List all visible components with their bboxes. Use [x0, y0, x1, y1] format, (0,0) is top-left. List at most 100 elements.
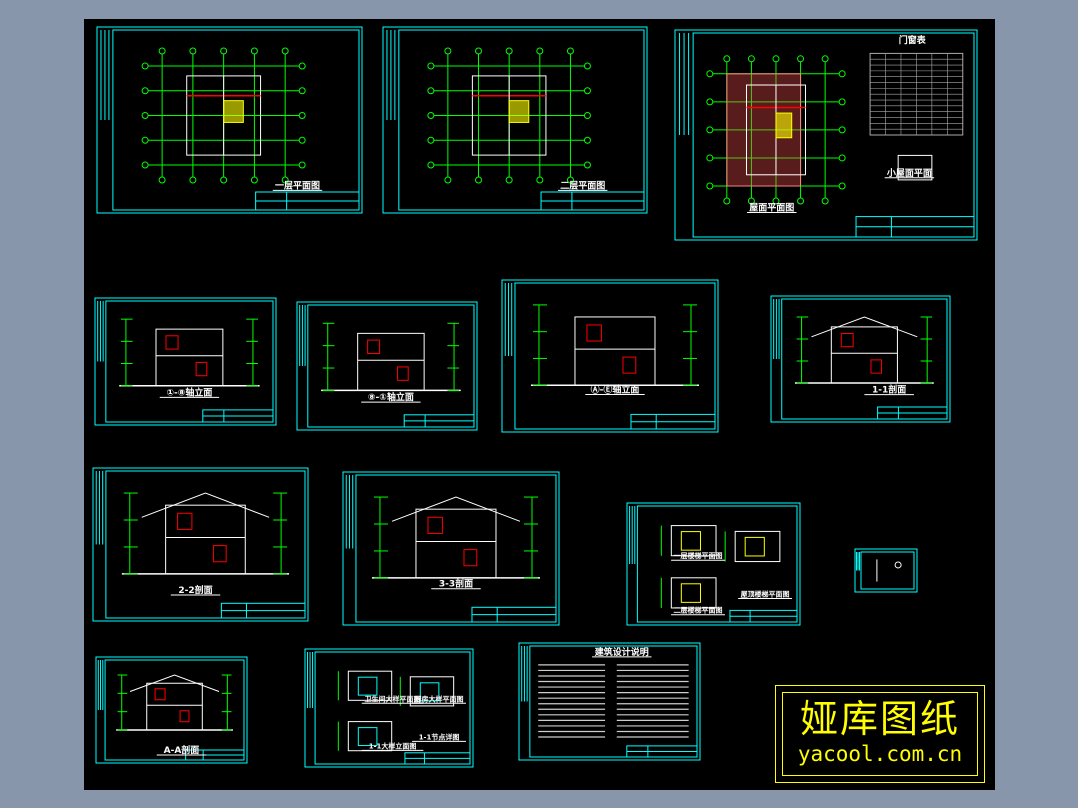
window	[840, 333, 854, 348]
axis-bubble	[583, 112, 591, 119]
sheet-border	[501, 279, 719, 433]
axis-bubble	[505, 47, 513, 55]
axis-bubble	[444, 176, 452, 184]
axis-bubble	[772, 55, 780, 63]
building-outline	[574, 316, 656, 386]
small-roof-outline	[897, 154, 933, 181]
sheet-border	[92, 467, 309, 622]
sheet-title: 2-2剖面	[178, 584, 212, 596]
axis-bubble	[838, 70, 846, 78]
sheet-title: 二层平面图	[560, 180, 605, 191]
detail-symbol	[357, 676, 378, 696]
detail-symbol	[744, 536, 765, 557]
axis-bubble	[772, 197, 780, 205]
sheet-inner-border	[692, 32, 975, 238]
sheet-border	[96, 26, 363, 214]
axis-bubble	[706, 182, 714, 190]
axis-bubble	[444, 47, 452, 55]
detail-symbol	[357, 727, 378, 747]
axis-bubble	[298, 87, 306, 95]
sheet-title: Ⓐ-Ⓔ轴立面	[591, 384, 640, 396]
window	[165, 335, 179, 350]
axis-bubble	[427, 136, 435, 144]
sheet-elev2[interactable]: ⑧-①轴立面	[296, 301, 478, 431]
axis-bubble	[427, 87, 435, 95]
sheet-notes[interactable]: 建筑设计说明	[518, 642, 701, 761]
sheet-title: ①-⑧轴立面	[166, 386, 212, 398]
stair-symbol	[775, 112, 793, 139]
axis-bubble	[298, 112, 306, 119]
sheet-title: 3-3剖面	[439, 578, 473, 590]
sheet-small[interactable]	[854, 548, 918, 593]
sheet-title: 建筑设计说明	[595, 646, 649, 658]
detail-symbol	[680, 531, 701, 551]
sheet-inner-border	[514, 282, 716, 430]
roof-section	[141, 492, 270, 518]
building-outline	[830, 326, 898, 384]
axis-bubble	[706, 98, 714, 106]
roof-section	[391, 496, 521, 522]
axis-bubble	[821, 55, 829, 63]
watermark-logo: 娅库图纸 yacool.com.cn	[775, 685, 985, 783]
axis-bubble	[189, 47, 197, 55]
sheet-border	[770, 295, 951, 423]
axis-bubble	[298, 136, 306, 144]
window	[397, 366, 409, 381]
sheet-inner-border	[112, 29, 360, 211]
axis-bubble	[747, 197, 755, 205]
window	[177, 512, 193, 530]
roof-section	[811, 316, 918, 338]
sheet-inner-border	[636, 505, 798, 623]
axis-bubble	[583, 136, 591, 144]
sheet-sec2[interactable]: 2-2剖面	[92, 467, 309, 622]
axis-bubble	[838, 182, 846, 190]
axis-bubble	[583, 161, 591, 169]
axis-bubble	[838, 154, 846, 162]
sheet-title: 二层楼梯平面图	[674, 606, 723, 615]
watermark-url: yacool.com.cn	[797, 742, 963, 766]
sheet-floor2[interactable]: 二层平面图	[382, 26, 648, 214]
axis-bubble	[281, 176, 289, 184]
axis-bubble	[723, 55, 731, 63]
window	[367, 339, 381, 354]
axis-bubble	[158, 47, 166, 55]
sheet-inner-border	[529, 645, 698, 758]
sheet-title: A-A剖面	[164, 744, 200, 756]
sheet-title: 门窗表	[899, 34, 927, 46]
window	[154, 688, 166, 701]
axis-bubble	[250, 176, 258, 184]
sheet-title: ⑧-①轴立面	[368, 391, 414, 403]
axis-bubble	[797, 197, 805, 205]
detail-circle	[894, 561, 902, 569]
detail-outline	[734, 530, 781, 563]
axis-bubble	[706, 70, 714, 78]
sheet-elev1[interactable]: ①-⑧轴立面	[94, 297, 277, 426]
axis-bubble	[723, 197, 731, 205]
sheet-border	[382, 26, 648, 214]
axis-bubble	[298, 161, 306, 169]
axis-bubble	[475, 47, 483, 55]
window	[195, 361, 208, 377]
sheet-inner-border	[355, 474, 557, 623]
sheet-elev3[interactable]: Ⓐ-Ⓔ轴立面	[501, 279, 719, 433]
axis-bubble	[298, 62, 306, 70]
axis-bubble	[505, 176, 513, 184]
building-outline	[357, 332, 425, 391]
sheet-title: 一层平面图	[275, 180, 320, 191]
sheet-border	[674, 29, 978, 241]
sheet-floor1[interactable]: 一层平面图	[96, 26, 363, 214]
watermark-name: 娅库图纸	[799, 697, 960, 741]
window	[179, 710, 190, 723]
sheet-secA[interactable]: A-A剖面	[95, 656, 248, 764]
sheet-sec1[interactable]: 1-1剖面	[770, 295, 951, 423]
cad-model-space[interactable]: 一层平面图 二层平面图 屋面平面图小屋面平面门窗表 ①-⑧轴立面 ⑧-①轴立面 Ⓐ-Ⓔ轴立…	[84, 19, 995, 790]
axis-bubble	[583, 87, 591, 95]
window	[427, 516, 443, 534]
sheet-border	[296, 301, 478, 431]
sheet-sec3[interactable]: 3-3剖面	[342, 471, 560, 626]
axis-bubble	[220, 47, 228, 55]
